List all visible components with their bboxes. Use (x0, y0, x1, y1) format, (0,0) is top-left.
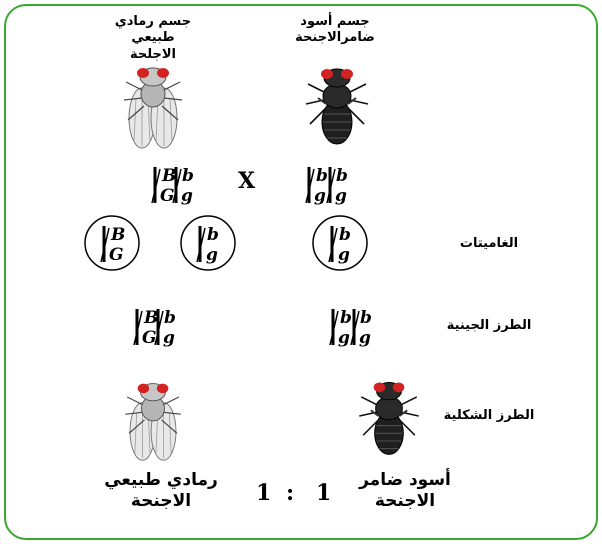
gametes-label: الغاميتات (424, 236, 554, 252)
svg-text:G: G (142, 328, 157, 348)
grey-parent-label: جسم رمادي طبيعي الاجلحة (108, 14, 198, 63)
svg-text:b: b (207, 225, 219, 245)
ratio-left: 1 (256, 480, 271, 506)
grey-fly-parent (118, 58, 188, 156)
diagram-frame (4, 4, 598, 540)
svg-text:g: g (206, 245, 218, 265)
allele-bottom: G (160, 186, 175, 206)
svg-text:b: b (164, 308, 176, 328)
gamete-circle: b g (310, 214, 370, 272)
allele-top: b (182, 166, 194, 186)
svg-text:B: B (143, 308, 158, 328)
allele-bottom: g (314, 186, 326, 206)
svg-text:g: g (163, 328, 175, 348)
phenotypes-label: الطرز الشكلية (424, 408, 554, 424)
grey-offspring-label: رمادي طبيعي الاجنحة (96, 470, 226, 513)
black-offspring-label: أسود ضامر الاجنحة (340, 470, 470, 513)
allele-top: b (316, 166, 328, 186)
offspring-genotype-grey: B G b g (130, 305, 186, 349)
svg-text:B: B (110, 225, 125, 245)
ratio-right: 1 (316, 480, 331, 506)
allele-bottom: g (181, 186, 193, 206)
allele-top: B (161, 166, 176, 186)
black-parent-genotype: b g b g (302, 163, 358, 207)
gamete-circle: B G (82, 214, 142, 272)
svg-text:g: g (338, 328, 350, 348)
svg-text:G: G (109, 245, 124, 265)
allele-top: b (336, 166, 348, 186)
gamete-circle: b g (178, 214, 238, 272)
grey-parent-genotype: B G b g (148, 163, 204, 207)
black-fly-parent (302, 58, 372, 156)
allele-bottom: g (335, 186, 347, 206)
black-parent-label: جسم أسود ضامرالاجنحة (290, 14, 380, 47)
cross-symbol: X (238, 168, 255, 194)
grey-fly-offspring (118, 374, 188, 468)
svg-text:g: g (338, 245, 350, 265)
svg-text:b: b (340, 308, 352, 328)
svg-text:b: b (360, 308, 372, 328)
genotypes-label: الطرز الجينية (424, 318, 554, 334)
offspring-genotype-black: b g b g (326, 305, 382, 349)
svg-text:g: g (359, 328, 371, 348)
ratio-separator: : (286, 480, 294, 506)
svg-text:b: b (339, 225, 351, 245)
black-fly-offspring (354, 372, 424, 466)
